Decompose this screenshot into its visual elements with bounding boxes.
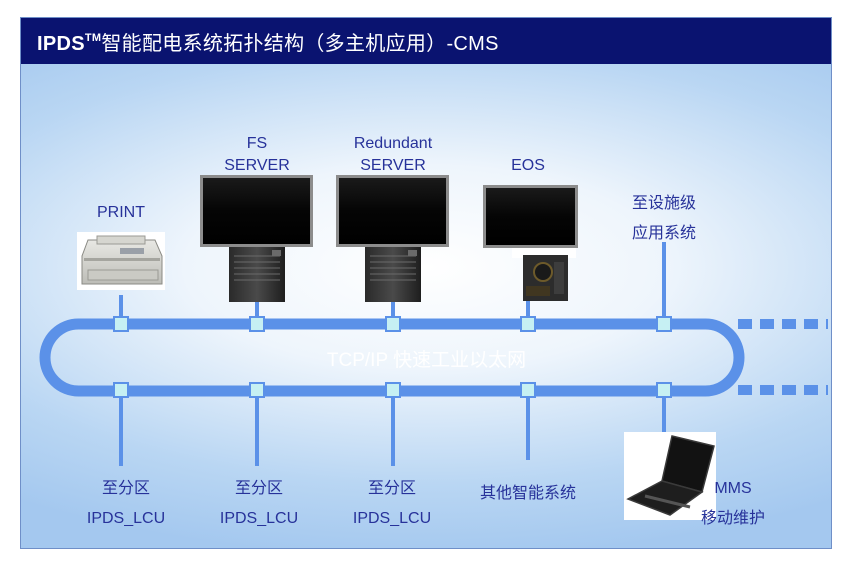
facility-label: 至设施级 应用系统 bbox=[619, 189, 709, 249]
lcu-3-label-line-1: 至分区 bbox=[367, 480, 416, 497]
mms-label-line-2: 移动维护 bbox=[700, 510, 765, 527]
lcu-1-label: 至分区 IPDS_LCU bbox=[76, 474, 176, 534]
redundant-server-icon bbox=[336, 175, 449, 302]
lcu-1-label-line-1: 至分区 bbox=[101, 480, 150, 497]
facility-label-line-1: 至设施级 bbox=[631, 195, 696, 212]
laptop-icon bbox=[624, 432, 716, 520]
node-lcu-1 bbox=[113, 382, 129, 398]
redundant-server-label-line-1: Redundant bbox=[353, 135, 433, 152]
printer-icon bbox=[77, 232, 165, 290]
lcu-2-label-line-2: IPDS_LCU bbox=[219, 510, 299, 527]
connectors bbox=[119, 242, 666, 472]
node-lcu-3 bbox=[385, 382, 401, 398]
lcu-2-label: 至分区 IPDS_LCU bbox=[209, 474, 309, 534]
facility-label-line-2: 应用系统 bbox=[631, 225, 696, 242]
mms-label-line-1: MMS bbox=[714, 480, 752, 497]
lcu-2-label-line-1: 至分区 bbox=[234, 480, 283, 497]
node-redundant-server bbox=[385, 316, 401, 332]
other-systems-label: 其他智能系统 bbox=[479, 485, 576, 502]
redundant-server-label-line-2: SERVER bbox=[360, 157, 426, 174]
title-trademark: TM bbox=[84, 32, 102, 44]
lcu-3-label-line-2: IPDS_LCU bbox=[352, 510, 432, 527]
title-prefix: IPDS bbox=[37, 33, 85, 55]
lcu-1-label-line-2: IPDS_LCU bbox=[86, 510, 166, 527]
print-label: PRINT bbox=[97, 204, 145, 221]
fs-server-label: FS SERVER bbox=[207, 133, 307, 177]
title-bar: IPDSTM智能配电系统拓扑结构（多主机应用）-CMS bbox=[21, 18, 831, 64]
eos-label: EOS bbox=[511, 157, 545, 174]
lcu-3-label: 至分区 IPDS_LCU bbox=[342, 474, 442, 534]
node-mms bbox=[656, 382, 672, 398]
node-eos bbox=[520, 316, 536, 332]
ring-extensions bbox=[738, 319, 828, 395]
fs-server-label-line-2: SERVER bbox=[224, 157, 290, 174]
mms-label: MMS 移动维护 bbox=[688, 474, 778, 534]
network-nodes bbox=[113, 316, 672, 398]
redundant-server-label: Redundant SERVER bbox=[338, 133, 448, 177]
node-other bbox=[520, 382, 536, 398]
fs-server-icon bbox=[200, 175, 313, 302]
node-fs-server bbox=[249, 316, 265, 332]
fs-server-label-line-1: FS bbox=[246, 135, 268, 152]
node-lcu-2 bbox=[249, 382, 265, 398]
network-label: TCP/IP 快速工业以太网 bbox=[326, 350, 527, 371]
node-facility bbox=[656, 316, 672, 332]
node-print bbox=[113, 316, 129, 332]
eos-workstation-icon bbox=[483, 185, 578, 301]
page-title: IPDSTM智能配电系统拓扑结构（多主机应用）-CMS bbox=[37, 27, 499, 56]
title-text: 智能配电系统拓扑结构（多主机应用）-CMS bbox=[101, 33, 499, 55]
